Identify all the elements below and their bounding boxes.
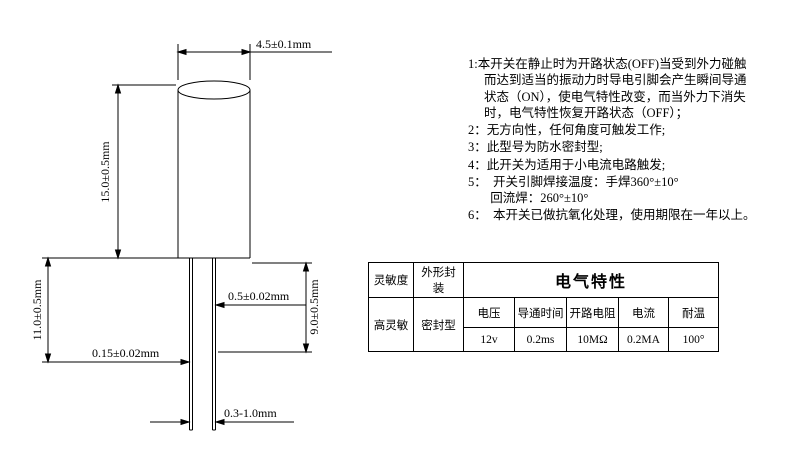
dim-bottom-span xyxy=(150,418,294,426)
col-header-voltage: 电压 xyxy=(463,297,515,328)
note-5: 5： 开关引脚焊接温度：手焊360°±10° 回流焊：260°±10° xyxy=(468,174,679,205)
notes-block: 1:本开关在静止时为开路状态(OFF)当受到外力碰触 而达到适当的振动力时导电引… xyxy=(468,56,778,225)
col-header-open-resistance: 开路电阻 xyxy=(566,297,619,328)
dim-label-bottom-span: 0.3-1.0mm xyxy=(224,406,277,420)
header-sensitivity: 灵敏度 xyxy=(368,262,414,298)
cell-voltage: 12v xyxy=(463,327,515,352)
note-1: 1:本开关在静止时为开路状态(OFF)当受到外力碰触 而达到适当的振动力时导电引… xyxy=(468,57,747,120)
dim-label-body-height: 15.0±0.5mm xyxy=(98,141,112,203)
pin-left xyxy=(189,258,193,431)
cylinder-body xyxy=(177,80,251,259)
cell-current: 0.2MA xyxy=(618,327,669,352)
dim-left-pin xyxy=(42,256,191,366)
header-package: 外形封装 xyxy=(413,262,464,298)
dim-body-height xyxy=(112,83,178,260)
dim-label-right-pin: 9.0±0.5mm xyxy=(307,279,321,335)
dim-label-left-pin: 11.0±0.5mm xyxy=(30,279,44,340)
electrical-characteristics-table: 灵敏度 外形封装 电气特性 高灵敏 密封型 电压 导通时间 开路电阻 电流 耐温… xyxy=(368,262,720,352)
col-header-temp: 耐温 xyxy=(667,297,720,328)
dim-label-pin-thickness: 0.15±0.02mm xyxy=(92,346,160,360)
table-title: 电气特性 xyxy=(462,262,720,298)
dim-right-pin xyxy=(218,261,312,354)
cell-package-value: 密封型 xyxy=(413,297,464,352)
cell-temp: 100° xyxy=(667,327,720,352)
cell-sensitivity-value: 高灵敏 xyxy=(368,297,414,352)
note-6: 6： 本开关已做抗氧化处理，使用期限在一年以上。 xyxy=(468,208,756,223)
cell-open-resistance: 10MΩ xyxy=(566,327,619,352)
pin-right xyxy=(212,258,216,431)
note-2: 2：无方向性，任何角度可触发工作; xyxy=(468,123,666,137)
dim-label-pin-gap: 0.5±0.02mm xyxy=(228,289,290,303)
note-4: 4：此开关为适用于小电流电路触发; xyxy=(468,157,666,172)
dim-top-width xyxy=(176,44,332,80)
dim-label-top-width: 4.5±0.1mm xyxy=(256,37,312,51)
note-3: 3：此型号为防水密封型; xyxy=(468,140,603,155)
cell-on-time: 0.2ms xyxy=(514,327,567,352)
col-header-on-time: 导通时间 xyxy=(514,297,567,328)
col-header-current: 电流 xyxy=(618,297,669,328)
dim-pin-gap xyxy=(214,301,306,309)
